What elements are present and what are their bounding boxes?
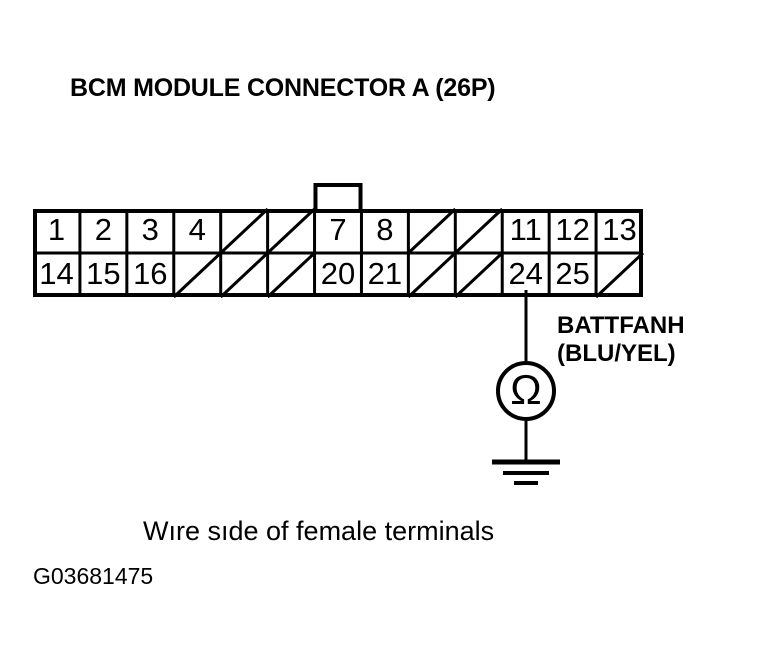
pin-number: 16 bbox=[133, 256, 167, 291]
blank-cell-slash bbox=[266, 207, 316, 255]
pin-number: 1 bbox=[48, 212, 65, 247]
blank-cell-slash bbox=[219, 207, 269, 255]
blank-cell-slash bbox=[172, 251, 222, 299]
page-title: BCM MODULE CONNECTOR A (26P) bbox=[70, 74, 496, 102]
connector-gridlines bbox=[33, 209, 643, 297]
pin-number: 2 bbox=[95, 212, 112, 247]
pin-number: 3 bbox=[142, 212, 159, 247]
connector-cells bbox=[172, 207, 645, 299]
keying-tab bbox=[313, 183, 363, 209]
pin-number: 12 bbox=[555, 212, 589, 247]
figure-id: G03681475 bbox=[33, 563, 154, 589]
blank-cell-slash bbox=[219, 251, 269, 299]
ohm-symbol: Ω bbox=[510, 366, 541, 413]
pin-number: 8 bbox=[376, 212, 393, 247]
pin-number: 14 bbox=[39, 256, 73, 291]
blank-cell-slash bbox=[266, 251, 316, 299]
blank-cell-slash bbox=[454, 207, 504, 255]
signal-label-group: BATTFANH (BLU/YEL) bbox=[557, 312, 685, 368]
pin-number: 11 bbox=[510, 212, 542, 247]
pin-number: 21 bbox=[368, 256, 402, 291]
blank-cell-slash bbox=[595, 251, 645, 299]
pin-number: 20 bbox=[321, 256, 355, 291]
pin-number: 7 bbox=[329, 212, 346, 247]
keying-tab-outline bbox=[313, 183, 363, 209]
blank-cell-slash bbox=[407, 251, 457, 299]
pin-number: 24 bbox=[508, 256, 542, 291]
blank-cell-slash bbox=[454, 251, 504, 299]
blank-cell-slash bbox=[407, 207, 457, 255]
pin-number: 25 bbox=[555, 256, 589, 291]
pin-number: 15 bbox=[86, 256, 120, 291]
signal-wire-color: (BLU/YEL) bbox=[557, 340, 676, 367]
signal-name: BATTFANH bbox=[557, 312, 685, 339]
test-probe-circuit: Ω bbox=[491, 290, 560, 485]
pin-number: 13 bbox=[602, 212, 636, 247]
pin-number: 4 bbox=[189, 212, 206, 247]
view-orientation-caption: Wıre sıde of female terminals bbox=[143, 516, 495, 546]
